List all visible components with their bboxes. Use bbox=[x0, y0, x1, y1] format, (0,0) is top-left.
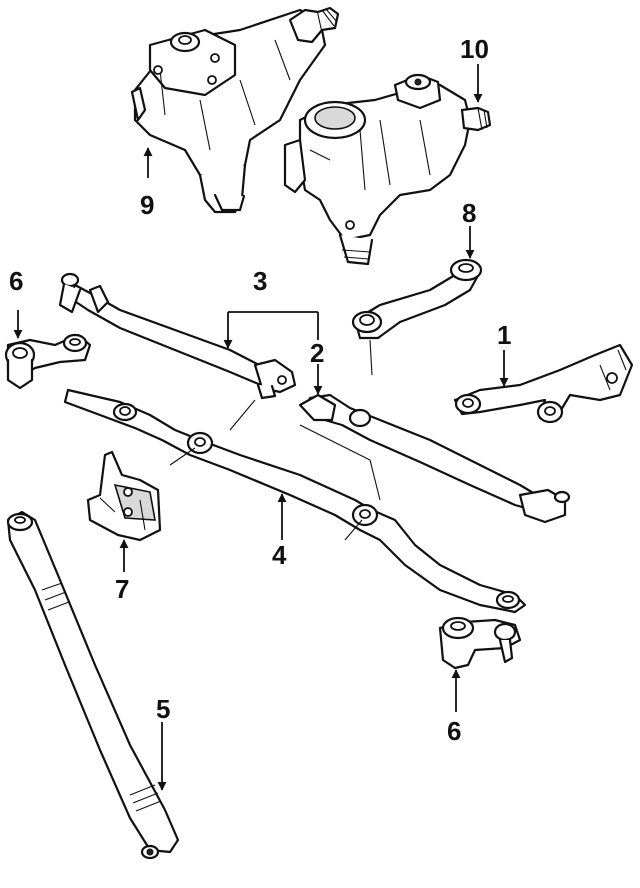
steering-damper bbox=[6, 510, 180, 860]
callout-6-right: 6 bbox=[447, 716, 461, 746]
tie-rod-left bbox=[58, 272, 297, 431]
pitman-arm bbox=[351, 258, 483, 376]
callout-2: 2 bbox=[310, 338, 324, 368]
callout-7: 7 bbox=[115, 574, 129, 604]
callout-4: 4 bbox=[272, 540, 287, 570]
manual-steering-gear bbox=[130, 6, 340, 214]
callout-labels: 1 2 3 4 5 6 6 7 8 9 10 bbox=[9, 34, 511, 746]
center-link bbox=[63, 388, 527, 614]
idler-arm-left bbox=[4, 333, 92, 390]
leader-lines bbox=[13, 64, 509, 791]
callout-10: 10 bbox=[460, 34, 489, 64]
callout-3: 3 bbox=[253, 266, 267, 296]
idler-arm-bracket bbox=[453, 343, 634, 424]
callout-9: 9 bbox=[140, 190, 154, 220]
callout-6-left: 6 bbox=[9, 266, 23, 296]
tie-rod-right bbox=[298, 393, 571, 524]
mounting-bracket bbox=[86, 450, 162, 542]
callout-8: 8 bbox=[462, 198, 476, 228]
callout-1: 1 bbox=[497, 320, 511, 350]
idler-arm-right bbox=[438, 616, 522, 670]
power-steering-gear bbox=[283, 73, 492, 266]
callout-5: 5 bbox=[156, 694, 170, 724]
